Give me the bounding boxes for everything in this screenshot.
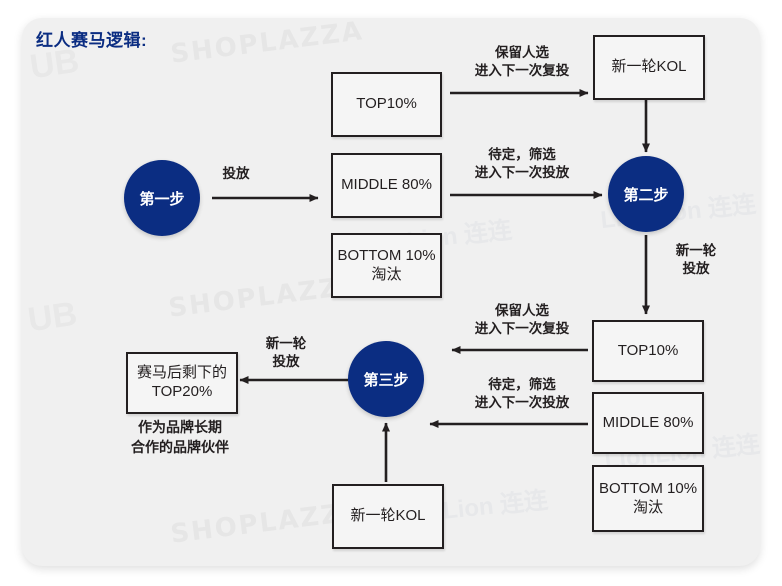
step-label: 第三步 [363,371,409,389]
box-final-result[interactable]: 赛马后剩下的 TOP20% [126,352,238,414]
arrow-label-keep-retry-2: 保留人选 进入下一次复投 [474,303,570,337]
step-circle-3[interactable]: 第三步 [348,341,424,417]
page-title: 红人赛马逻辑: [36,31,148,50]
arrow-label-pending-screen-1: 待定，筛选 进入下一次投放 [474,147,570,181]
box-new-kol-bottom[interactable]: 新一轮KOL [332,484,444,549]
arrow-label-new-round-2: 新一轮 投放 [265,336,307,370]
arrow-label-keep-retry-1: 保留人选 进入下一次复投 [474,45,570,79]
box-round2-top[interactable]: TOP10% [592,320,704,382]
step-label: 第二步 [623,186,669,204]
final-result-caption: 作为品牌长期 合作的品牌伙伴 [131,419,229,455]
box-round1-bottom[interactable]: BOTTOM 10%淘汰 [331,233,442,298]
arrow-label-deliver-1: 投放 [222,166,250,181]
step-label: 第一步 [139,190,185,208]
box-round1-middle[interactable]: MIDDLE 80% [331,153,442,218]
step-circle-1[interactable]: 第一步 [124,160,200,236]
arrow-label-new-round-1: 新一轮 投放 [675,243,717,277]
step-circle-2[interactable]: 第二步 [608,156,684,232]
box-new-kol-top[interactable]: 新一轮KOL [593,35,705,100]
box-round1-top[interactable]: TOP10% [331,72,442,137]
arrow-label-pending-screen-2: 待定，筛选 进入下一次投放 [474,377,570,411]
box-round2-middle[interactable]: MIDDLE 80% [592,392,704,454]
box-round2-bottom[interactable]: BOTTOM 10%淘汰 [592,465,704,532]
